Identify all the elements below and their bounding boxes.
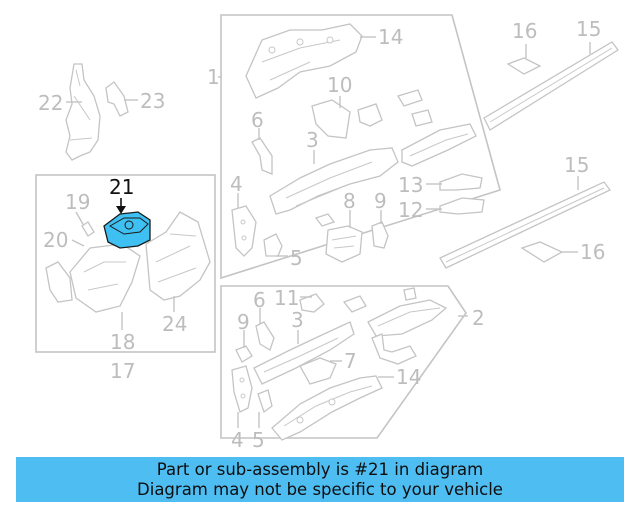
label-15a: 15: [576, 17, 601, 41]
part-24: [145, 211, 211, 301]
part-4-lower: [231, 365, 253, 413]
part-13-rail: [401, 123, 477, 167]
part-19: [81, 221, 95, 237]
label-8: 8: [343, 189, 356, 213]
label-11: 11: [274, 286, 299, 310]
group-17-frame: [35, 174, 216, 353]
label-3a: 3: [306, 128, 319, 152]
part-3-lower: [253, 321, 355, 385]
part-10-bracket: [357, 103, 383, 127]
label-12: 12: [398, 198, 423, 222]
label-9a: 9: [374, 189, 387, 213]
leader-19: [75, 211, 85, 227]
part-9-lower: [235, 345, 253, 363]
part-15-lower: [439, 181, 611, 269]
part-18: [69, 243, 141, 313]
label-21[interactable]: 21: [109, 175, 134, 199]
label-16a: 16: [512, 19, 537, 43]
label-9b: 9: [237, 310, 250, 334]
part-21-hole: [124, 220, 134, 230]
label-24: 24: [162, 312, 187, 336]
part-13: [439, 173, 483, 191]
label-7: 7: [344, 349, 357, 373]
part-2-bracket: [342, 295, 367, 313]
part-8: [325, 225, 363, 263]
banner-line-2: Diagram may not be specific to your vehi…: [137, 480, 503, 499]
leader-20: [71, 239, 85, 247]
label-19: 19: [65, 190, 90, 214]
part-4-upper: [231, 205, 257, 257]
part-22: [65, 63, 101, 161]
part-5-lower: [257, 389, 273, 414]
label-23: 23: [140, 89, 165, 113]
part-7: [299, 357, 337, 385]
part-23: [105, 81, 129, 117]
label-13: 13: [398, 173, 423, 197]
label-5a: 5: [290, 246, 303, 270]
label-15b: 15: [564, 153, 589, 177]
part-6-upper: [251, 137, 273, 175]
part-16-lower: [520, 241, 564, 263]
leader-21-arrow: [116, 206, 126, 214]
part-20: [45, 261, 73, 303]
part-14-upper: [245, 23, 363, 99]
info-banner: Part or sub-assembly is #21 in diagram D…: [16, 457, 624, 502]
part-5-upper: [263, 233, 283, 257]
group-2-frame: [220, 285, 467, 439]
part-16-upper: [506, 57, 542, 75]
part-3-upper: [269, 147, 399, 215]
part-13-bracket-b: [411, 109, 433, 127]
part-8-clip: [314, 213, 336, 227]
part-2-bolt: [403, 287, 417, 301]
part-11: [299, 293, 325, 313]
label-6a: 6: [251, 108, 264, 132]
part-13-bracket-a: [397, 89, 423, 107]
label-17: 17: [110, 359, 135, 383]
part-14-lower: [271, 375, 383, 441]
label-2: 2: [472, 306, 485, 330]
part-21-body: [103, 211, 151, 249]
label-10: 10: [327, 73, 352, 97]
part-2-hinge: [371, 333, 417, 365]
label-1: 1: [207, 65, 220, 89]
label-4b: 4: [231, 428, 244, 452]
label-22: 22: [38, 91, 63, 115]
part-21-highlighted[interactable]: [103, 211, 151, 249]
part-10: [311, 99, 351, 139]
callout-labels: 1 2 3 3 4 4 5 5 6 6 7 8 9 9 10 11 12 13 …: [38, 17, 605, 452]
label-20: 20: [43, 228, 68, 252]
label-14a: 14: [378, 25, 403, 49]
label-6b: 6: [253, 288, 266, 312]
part-2-rail: [367, 299, 448, 337]
label-14b: 14: [396, 365, 421, 389]
part-12: [439, 197, 485, 215]
banner-line-1: Part or sub-assembly is #21 in diagram: [156, 460, 484, 479]
part-6-lower: [255, 321, 275, 351]
label-16b: 16: [580, 240, 605, 264]
label-5b: 5: [252, 428, 265, 452]
label-18: 18: [110, 330, 135, 354]
label-4a: 4: [230, 172, 243, 196]
group-1-frame: [220, 14, 501, 280]
part-21-top: [108, 217, 149, 235]
label-3b: 3: [291, 308, 304, 332]
part-15-upper: [483, 41, 619, 131]
